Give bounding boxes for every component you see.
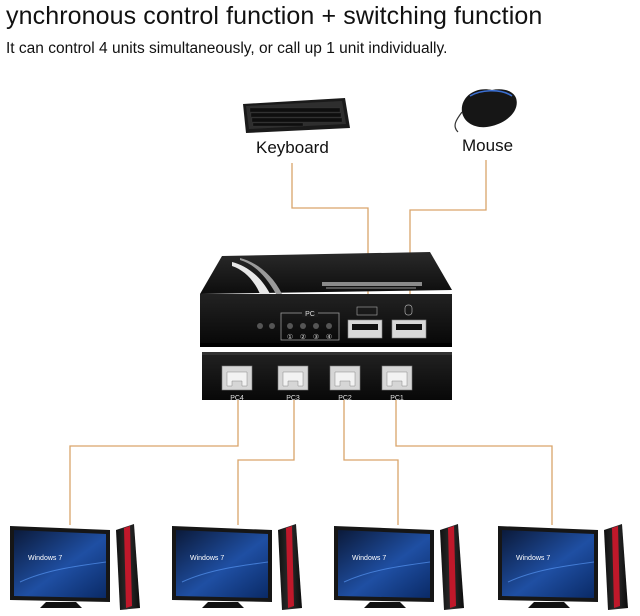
usb-a-port-keyboard <box>347 306 383 339</box>
port-label-pc1: PC1 <box>390 395 404 402</box>
port-label-pc3: PC3 <box>286 395 300 402</box>
cable-pc3 <box>237 390 295 525</box>
usb-b-port-pc2 <box>329 365 361 391</box>
keyboard-label: Keyboard <box>256 138 329 157</box>
cable-pc1 <box>395 390 553 525</box>
keyboard-icon <box>243 98 350 133</box>
led-label-3: ③ <box>313 333 319 341</box>
subheadline: It can control 4 units simultaneously, o… <box>6 40 448 57</box>
kvm-switch: PC ① ② ③ ④ <box>200 252 452 402</box>
keyboard-cable <box>291 163 369 296</box>
usb-b-port-pc4 <box>221 365 253 391</box>
usb-b-port-pc3 <box>277 365 309 391</box>
port-label-pc2: PC2 <box>338 395 352 402</box>
screen-text: Windows 7 <box>28 555 62 562</box>
port-label-pc4: PC4 <box>230 395 244 402</box>
cable-pc2 <box>343 390 399 525</box>
status-leds <box>257 323 332 329</box>
screen-text: Windows 7 <box>190 555 224 562</box>
usb-b-port-pc1 <box>381 365 413 391</box>
led-label-2: ② <box>300 333 306 341</box>
computer-4: Windows 7 <box>498 524 628 610</box>
led-label-4: ④ <box>326 333 332 341</box>
led-label-1: ① <box>287 333 293 341</box>
usb-a-port-mouse <box>391 304 427 339</box>
mouse-label: Mouse <box>462 136 514 155</box>
mouse-icon <box>454 89 517 133</box>
computer-2: Windows 7 <box>172 524 302 610</box>
pc-panel-tag: PC <box>305 311 315 318</box>
computer-3: Windows 7 <box>334 524 464 610</box>
screen-text: Windows 7 <box>352 555 386 562</box>
headline: ynchronous control function + switching … <box>6 2 543 30</box>
screen-text: Windows 7 <box>516 555 550 562</box>
computer-1: Windows 7 <box>10 524 140 610</box>
cable-pc4 <box>69 390 239 525</box>
